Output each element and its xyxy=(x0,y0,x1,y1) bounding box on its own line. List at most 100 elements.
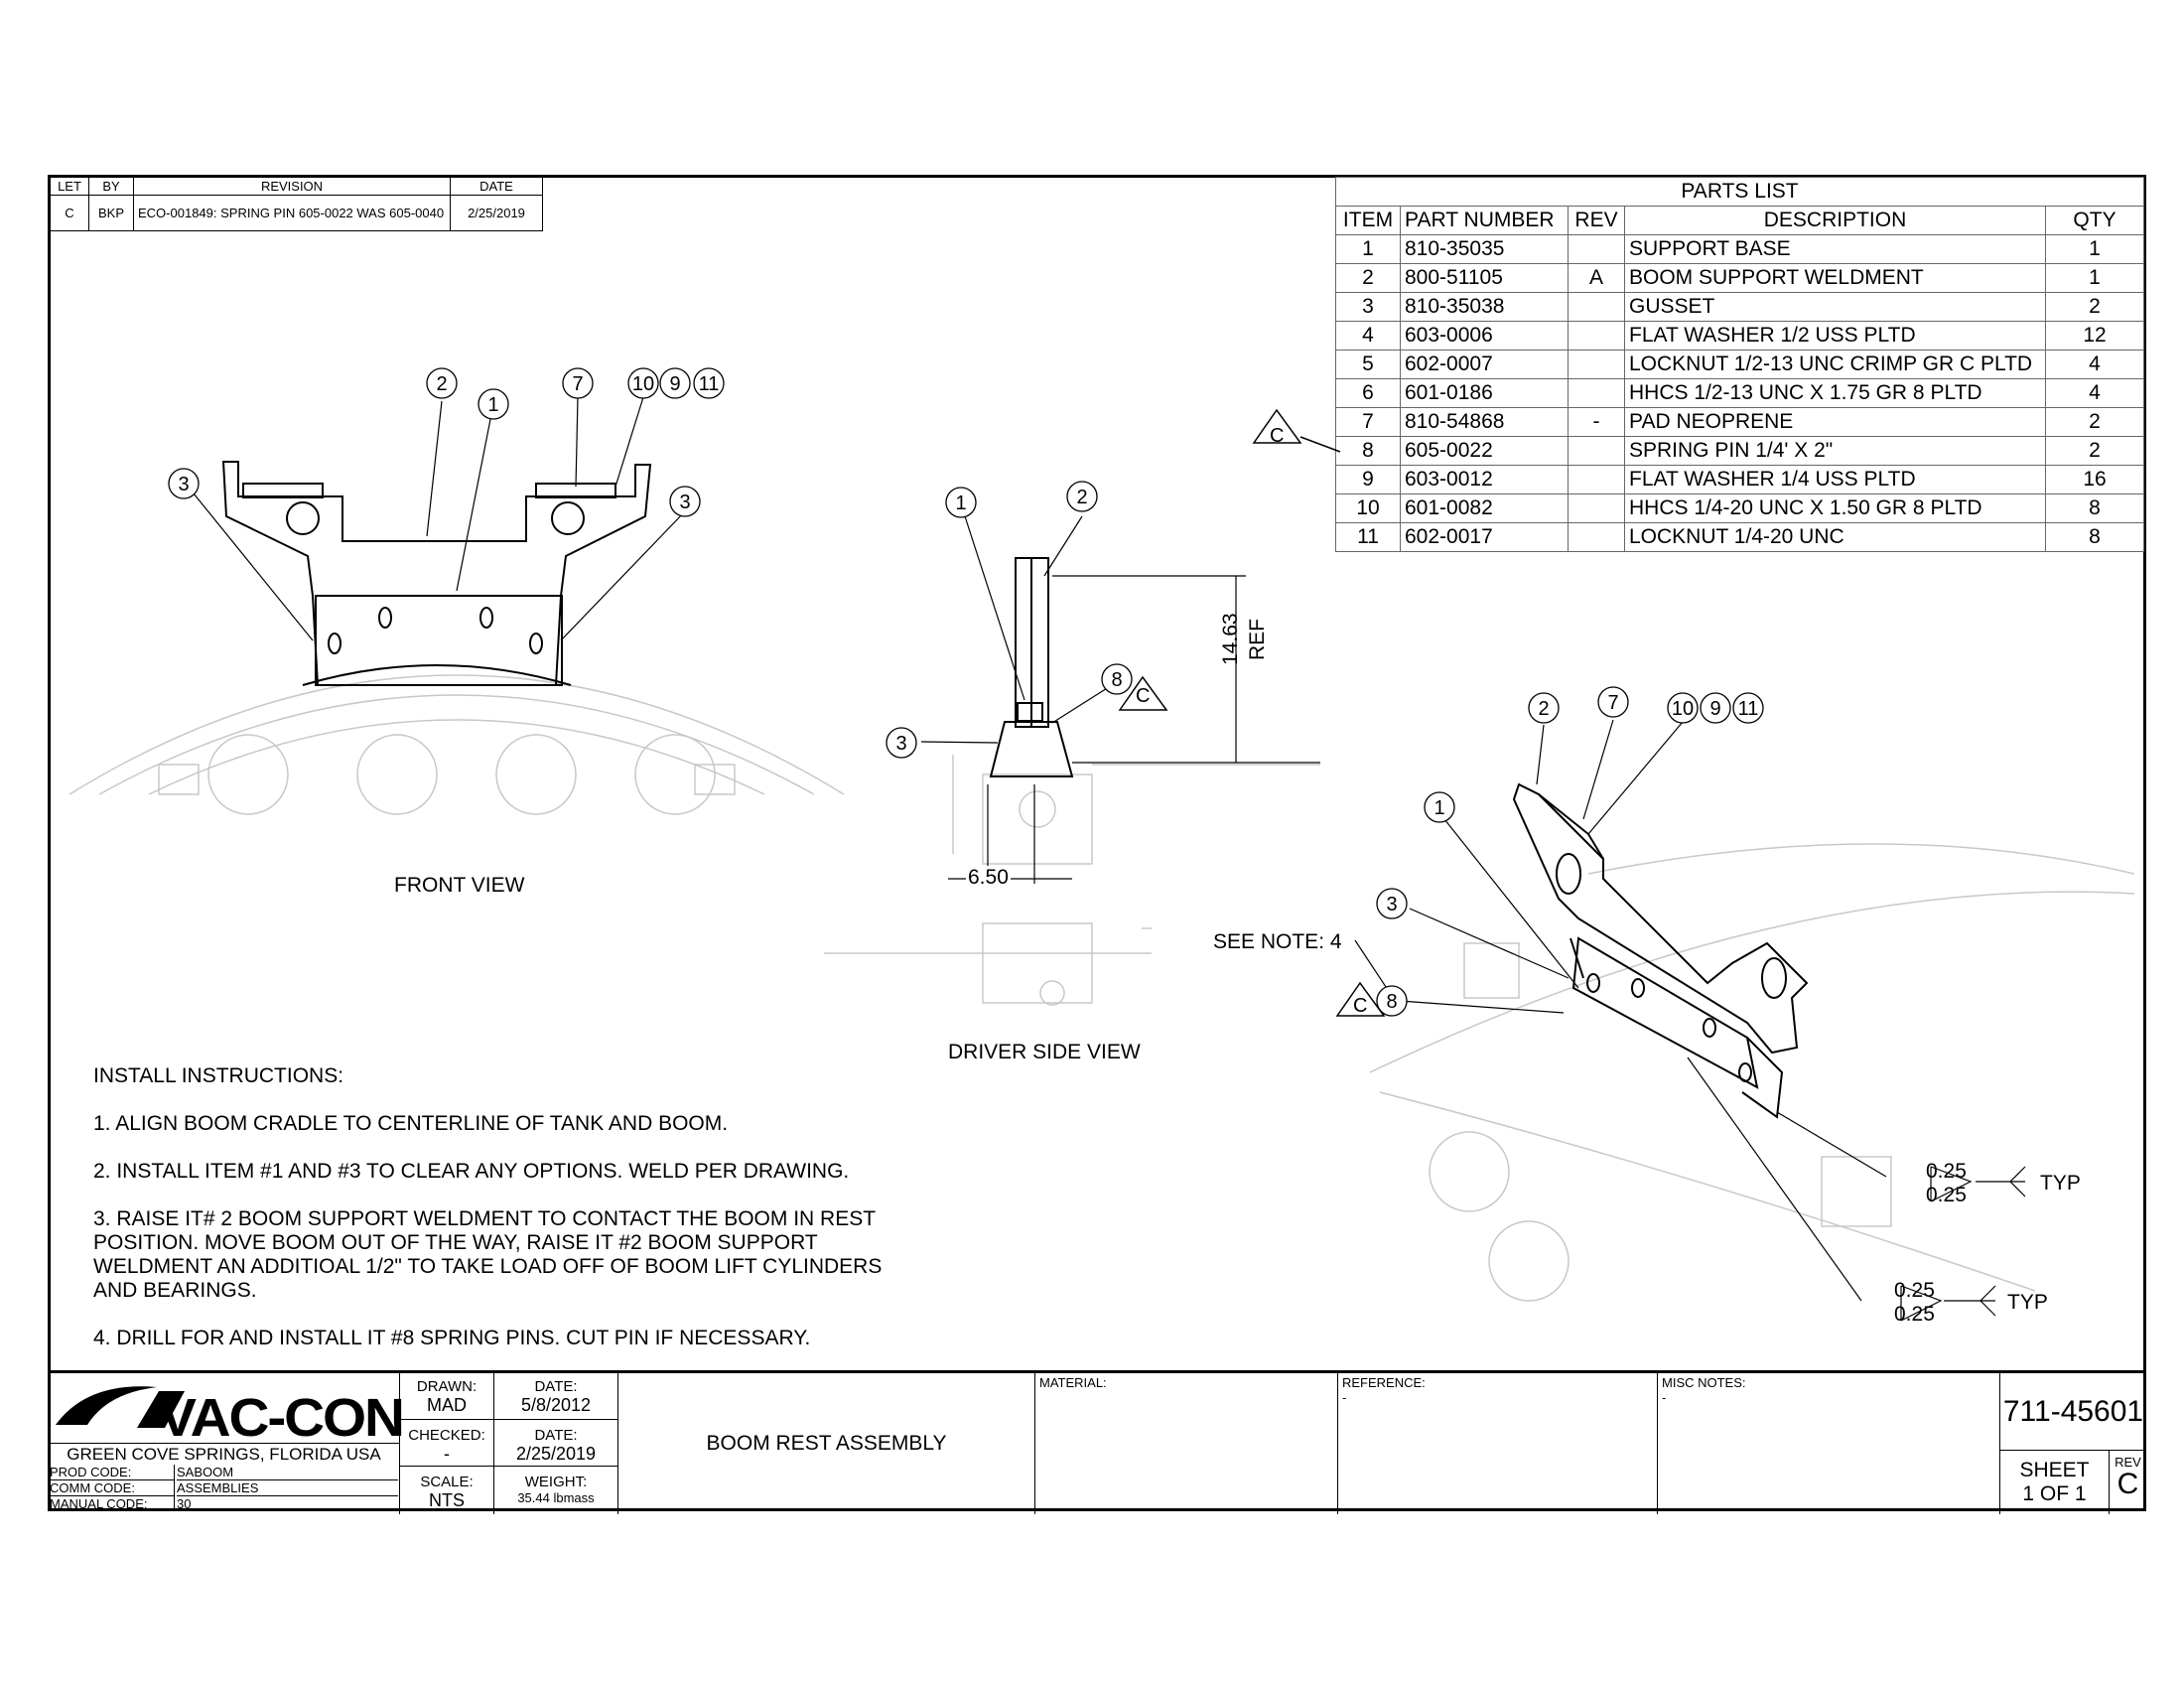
parts-cell-qty: 4 xyxy=(2045,350,2144,379)
scale-value: NTS xyxy=(429,1490,465,1510)
rev-cell-label: REV xyxy=(2115,1455,2141,1470)
codes-block: PROD CODE: SABOOM COMM CODE: ASSEMBLIES … xyxy=(48,1465,400,1514)
parts-cell-part: 810-54868 xyxy=(1400,407,1569,437)
balloon-number: 11 xyxy=(699,373,720,395)
instruction-step-3: 3. RAISE IT# 2 BOOM SUPPORT WELDMENT TO … xyxy=(93,1207,883,1302)
vaccon-swoosh-icon xyxy=(56,1386,185,1428)
parts-list: PARTS LIST ITEM PART NUMBER REV DESCRIPT… xyxy=(1335,177,2144,552)
dim-height-ref: REF xyxy=(1246,619,1269,660)
parts-cell-qty: 2 xyxy=(2045,436,2144,466)
material-cell: MATERIAL: xyxy=(1035,1373,1338,1514)
balloon-front: 9 xyxy=(659,367,691,399)
parts-cell-desc: HHCS 1/4-20 UNC X 1.50 GR 8 PLTD xyxy=(1624,493,2046,523)
manual-code-value: 30 xyxy=(177,1496,192,1511)
checked-date-label: DATE: xyxy=(534,1427,578,1444)
checked-label: CHECKED: xyxy=(408,1427,485,1444)
reference-cell: REFERENCE: - xyxy=(1338,1373,1658,1514)
balloon-number: 3 xyxy=(1386,894,1397,915)
comm-code-label: COMM CODE: xyxy=(50,1480,175,1496)
balloon-number: 1 xyxy=(1433,797,1444,819)
parts-cell-rev xyxy=(1568,292,1625,322)
drawing-border xyxy=(48,175,2146,1511)
balloon-iso: 7 xyxy=(1597,686,1629,718)
side-view-part xyxy=(989,557,1074,777)
reference-label: REFERENCE: xyxy=(1342,1375,1426,1390)
balloon-side: 3 xyxy=(886,727,917,759)
company-location: GREEN COVE SPRINGS, FLORIDA USA xyxy=(48,1443,400,1466)
balloon-front: 7 xyxy=(562,367,594,399)
misc-notes-value: - xyxy=(1662,1390,1667,1405)
balloon-front: 3 xyxy=(669,486,701,517)
drawn-cell: DRAWN: MAD xyxy=(400,1373,494,1420)
misc-notes-cell: MISC NOTES: - xyxy=(1658,1373,2000,1514)
misc-notes-label: MISC NOTES: xyxy=(1662,1375,1746,1390)
balloon-front: 3 xyxy=(168,468,200,499)
parts-cell-item: 11 xyxy=(1335,522,1401,552)
title-block: VAC-CON GREEN COVE SPRINGS, FLORIDA USA … xyxy=(48,1370,2146,1514)
parts-cell-item: 7 xyxy=(1335,407,1401,437)
rev-flag-2: C xyxy=(1136,685,1151,707)
instruction-step-2: 2. INSTALL ITEM #1 AND #3 TO CLEAR ANY O… xyxy=(93,1160,850,1183)
parts-cell-desc: HHCS 1/2-13 UNC X 1.75 GR 8 PLTD xyxy=(1624,378,2046,408)
drawn-date-cell: DATE: 5/8/2012 xyxy=(494,1373,618,1420)
parts-cell-qty: 12 xyxy=(2045,321,2144,351)
iso-background xyxy=(1369,843,2135,1302)
balloon-number: 3 xyxy=(178,474,189,495)
instruction-step-4: 4. DRILL FOR AND INSTALL IT #8 SPRING PI… xyxy=(93,1327,811,1349)
balloon-number: 10 xyxy=(632,373,654,395)
parts-header-rev: REV xyxy=(1568,206,1625,235)
weld-size-1a: 0.25 xyxy=(1926,1160,1967,1183)
parts-cell-rev xyxy=(1568,493,1625,523)
balloon-number: 2 xyxy=(1076,487,1087,508)
parts-cell-item: 8 xyxy=(1335,436,1401,466)
rev-by: BKP xyxy=(88,195,134,231)
parts-cell-qty: 1 xyxy=(2045,263,2144,293)
side-background xyxy=(824,755,1320,1006)
balloon-side: 2 xyxy=(1066,481,1098,512)
weld-size-1b: 0.25 xyxy=(1926,1184,1967,1206)
front-leaders xyxy=(193,396,686,641)
dim-width: 6.50 xyxy=(966,866,1011,890)
drawing-title: BOOM REST ASSEMBLY xyxy=(618,1373,1035,1514)
instruction-step-1: 1. ALIGN BOOM CRADLE TO CENTERLINE OF TA… xyxy=(93,1112,729,1135)
company-logo: VAC-CON GREEN COVE SPRINGS, FLORIDA USA xyxy=(48,1373,405,1466)
drawing-number: 711-45601 xyxy=(2000,1373,2146,1451)
balloon-iso: 9 xyxy=(1700,692,1731,724)
parts-cell-part: 603-0006 xyxy=(1400,321,1569,351)
checked-date-cell: DATE: 2/25/2019 xyxy=(494,1420,618,1467)
parts-cell-qty: 1 xyxy=(2045,234,2144,264)
parts-cell-item: 2 xyxy=(1335,263,1401,293)
rev-date: 2/25/2019 xyxy=(450,195,543,231)
revision-block: LET BY REVISION DATE C BKP ECO-001849: S… xyxy=(50,177,543,231)
sheet-value: 1 OF 1 xyxy=(2022,1482,2087,1505)
weight-cell: WEIGHT: 35.44 lbmass xyxy=(494,1467,618,1514)
parts-cell-qty: 16 xyxy=(2045,465,2144,494)
balloon-number: 10 xyxy=(1672,698,1694,720)
balloon-number: 1 xyxy=(487,394,498,416)
balloon-number: 7 xyxy=(572,373,583,395)
iso-view-part xyxy=(1512,782,1809,1119)
see-note-label: SEE NOTE: 4 xyxy=(1213,930,1342,953)
iso-leaders xyxy=(1354,719,2026,1322)
parts-cell-item: 6 xyxy=(1335,378,1401,408)
scale-cell: SCALE: NTS xyxy=(400,1467,494,1514)
parts-cell-desc: GUSSET xyxy=(1624,292,2046,322)
reference-value: - xyxy=(1342,1390,1347,1405)
balloon-number: 9 xyxy=(669,373,680,395)
rev-flag-3: C xyxy=(1353,995,1368,1017)
parts-cell-item: 5 xyxy=(1335,350,1401,379)
sheet-cell: SHEET 1 OF 1 xyxy=(2000,1451,2110,1514)
balloon-number: 11 xyxy=(1738,698,1759,720)
parts-cell-desc: PAD NEOPRENE xyxy=(1624,407,2046,437)
parts-cell-item: 1 xyxy=(1335,234,1401,264)
